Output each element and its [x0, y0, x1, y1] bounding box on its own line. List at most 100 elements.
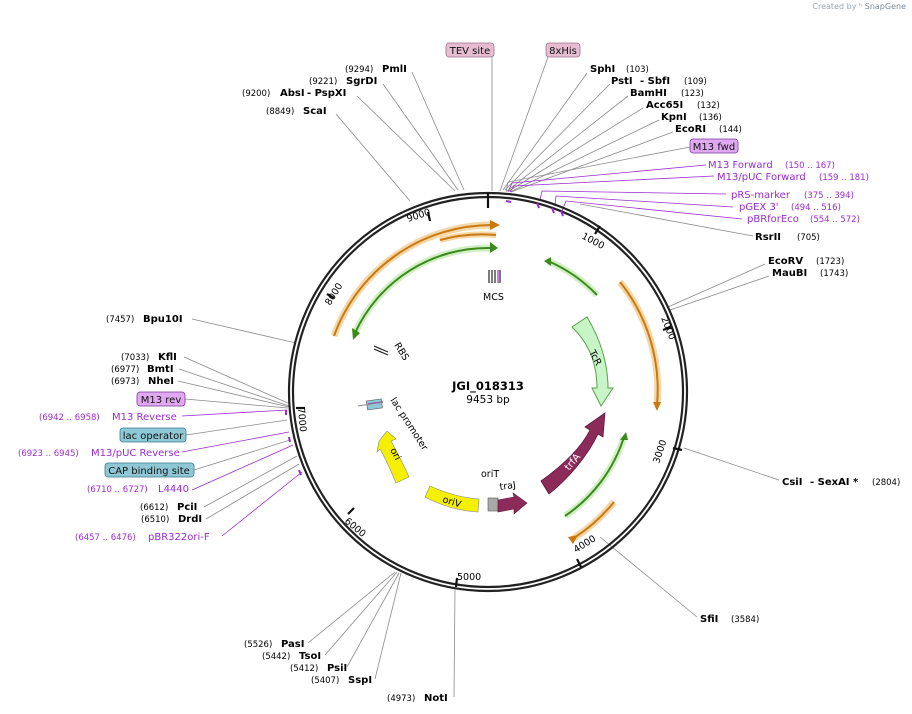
rsrii-name: RsrII — [755, 232, 781, 243]
sexai-name: - SexAI * — [810, 477, 859, 488]
bamhi-name: BamHI — [630, 88, 667, 99]
pbr322ori-f-pos: (6457 .. 6476) — [75, 533, 136, 543]
snapgene-credit: Created by ʰ SnapGene — [812, 2, 906, 11]
orf-arcs — [330, 220, 662, 544]
noti-name: NotI — [424, 693, 448, 704]
feature-box-leader-lines — [184, 56, 691, 471]
tsoi-pos: (5442) — [262, 652, 290, 662]
ecori-pos: (144) — [719, 125, 742, 135]
pcii-pos: (6612) — [140, 503, 168, 513]
tick-6000: 6000 — [342, 516, 368, 540]
m13-fwd-label: M13 fwd — [693, 142, 735, 153]
enzyme-leader-lines — [177, 71, 780, 698]
l4440-name: L4440 — [158, 484, 189, 495]
nhei-name: NheI — [148, 376, 174, 387]
drdi-pos: (6510) — [141, 515, 169, 525]
nhei-pos: (6973) — [111, 377, 139, 387]
m13-rev-box: M13 rev — [136, 391, 186, 407]
orit-feature — [487, 497, 499, 512]
l4440-pos: (6710 .. 6727) — [87, 485, 148, 495]
tsoi-name: TsoI — [299, 651, 321, 662]
psii-pos: (5412) — [290, 664, 318, 674]
m13-reverse-name: M13 Reverse — [112, 412, 177, 423]
ecori-name: EcoRI — [675, 124, 706, 135]
enzyme-labels-top-left: (9294) PmlI (9221) SgrDI (9200) AbsI - P… — [242, 64, 407, 117]
tev-site-box: TEV site — [445, 42, 495, 58]
primer-site-marks — [285, 200, 564, 476]
tick-3000: 3000 — [651, 439, 669, 465]
tick-8000: 8000 — [323, 281, 345, 307]
oriv-label: oriV — [441, 494, 463, 510]
kfli-pos: (7033) — [121, 353, 149, 363]
ruler-ticks — [296, 193, 683, 588]
orf-left-orange-inner — [439, 233, 497, 241]
pmli-name: PmlI — [382, 64, 407, 75]
acc65i-pos: (132) — [697, 101, 720, 111]
mcs-marks — [488, 270, 501, 283]
csii-pos: (2804) — [872, 478, 900, 488]
orf-right-green-top — [547, 260, 598, 296]
psti-name: PstI — [611, 76, 633, 87]
oriv-feature — [424, 485, 480, 513]
credit-brand: SnapGene — [864, 2, 906, 11]
primer-labels-right: M13 Forward (150 .. 167) M13/pUC Forward… — [708, 160, 869, 225]
enzyme-labels-bottom: (5526) PasI (5442) TsoI (5412) PsiI (540… — [244, 639, 448, 704]
orit-label: oriT — [481, 469, 499, 480]
pgex3-pos: (494 .. 516) — [791, 203, 841, 213]
rsrii-pos: (705) — [797, 233, 820, 243]
m13-forward-name: M13 Forward — [708, 160, 773, 171]
cap-binding-label: CAP binding site — [108, 466, 190, 477]
pbrforeco-pos: (554 .. 572) — [810, 215, 860, 225]
acc65i-name: Acc65I — [646, 100, 683, 111]
sphi-pos: (103) — [626, 65, 649, 75]
pasi-name: PasI — [281, 639, 304, 650]
absi-pos: (9200) — [242, 89, 270, 99]
m13puc-reverse-name: M13/pUC Reverse — [91, 448, 180, 459]
orf-right-orange — [619, 281, 659, 406]
enzyme-labels-right: RsrII (705) EcoRV (1723) MauBI (1743) Cs… — [700, 232, 900, 625]
traj-label: traJ — [499, 480, 517, 493]
m13-reverse-pos: (6942 .. 6958) — [39, 413, 100, 423]
kfli-name: KflI — [158, 352, 177, 363]
primer-leader-lines — [181, 164, 743, 537]
rbs-mark — [373, 345, 389, 356]
cap-binding-box: CAP binding site — [104, 462, 195, 478]
maubi-name: MauBI — [772, 268, 807, 279]
bmti-pos: (6977) — [111, 365, 139, 375]
lac-operator-box: lac operator — [119, 427, 187, 443]
lac-promoter-label: lac promoter — [387, 396, 429, 453]
snapgene-icon: ʰ — [858, 2, 863, 11]
sspi-name: SspI — [348, 675, 372, 686]
pcii-name: PciI — [177, 502, 197, 513]
prs-marker-pos: (375 .. 394) — [804, 191, 854, 201]
sgrdi-pos: (9221) — [309, 77, 337, 87]
trfa-feature — [540, 412, 606, 495]
orf-right-orange-arrow — [653, 402, 661, 411]
sgrdi-name: SgrDI — [346, 76, 377, 87]
bpu10i-pos: (7457) — [106, 315, 134, 325]
lac-operator-mark — [366, 398, 383, 411]
maubi-pos: (1743) — [820, 269, 848, 279]
m13puc-reverse-pos: (6923 .. 6945) — [18, 449, 79, 459]
his-tag-box: 8xHis — [545, 42, 581, 58]
bmti-name: BmtI — [147, 364, 174, 375]
pgex3-name: pGEX 3' — [739, 202, 779, 213]
drdi-name: DrdI — [178, 514, 202, 525]
credit-text: Created by — [812, 2, 857, 11]
plasmid-name: JGI_018313 — [451, 379, 524, 394]
ori-label: ori — [387, 446, 403, 462]
tcr-feature — [571, 316, 614, 407]
kpni-name: KpnI — [661, 112, 687, 123]
bamhi-pos: (123) — [681, 89, 704, 99]
pasi-pos: (5526) — [244, 640, 272, 650]
psti-pos: (109) — [684, 77, 707, 87]
kpni-pos: (136) — [699, 113, 722, 123]
psii-name: PsiI — [327, 663, 347, 674]
tick-5000: 5000 — [457, 572, 481, 583]
sbfi-name: - SbfI — [640, 76, 670, 87]
orf-left-green — [354, 246, 491, 334]
ori-feature — [376, 430, 410, 484]
scai-name: ScaI — [303, 106, 327, 117]
m13puc-forward-pos: (159 .. 181) — [819, 173, 869, 183]
sfii-pos: (3584) — [731, 615, 759, 625]
